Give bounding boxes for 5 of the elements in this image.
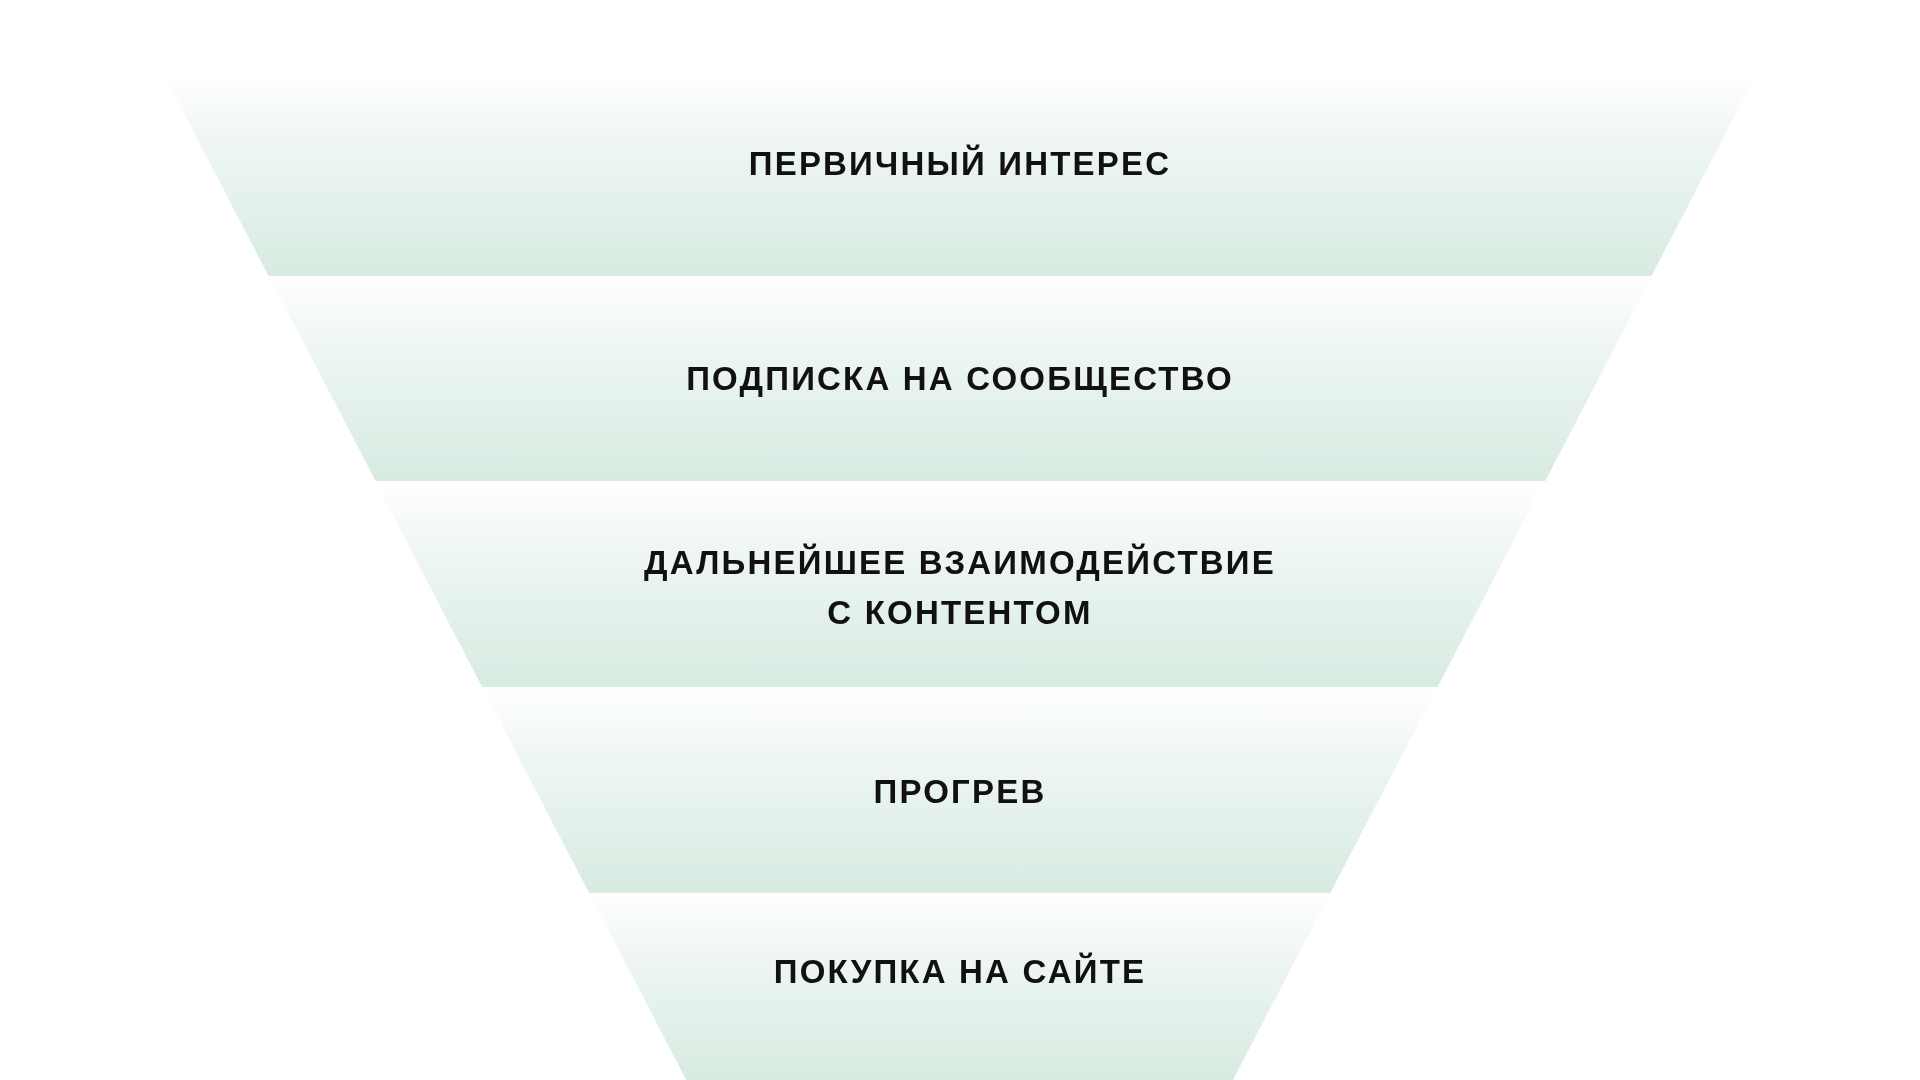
stage-label: ДАЛЬНЕЙШЕЕ ВЗАИМОДЕЙСТВИЕ С КОНТЕНТОМ <box>643 542 1277 634</box>
stage-label: ПОДПИСКА НА СООБЩЕСТВО <box>685 358 1235 399</box>
stage-label: ПОКУПКА НА САЙТЕ <box>772 951 1148 992</box>
stage-label: ПЕРВИЧНЫЙ ИНТЕРЕС <box>747 143 1173 185</box>
stage-label: ПРОГРЕВ <box>872 772 1048 813</box>
